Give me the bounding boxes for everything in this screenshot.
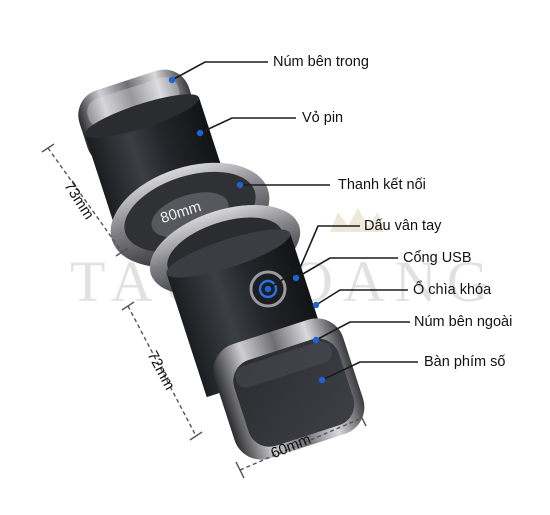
label-key-lock: Ổ chìa khóa — [413, 282, 492, 298]
outer-knob-shape — [213, 318, 365, 460]
leader-dots — [168, 76, 326, 384]
dot-fingerprint — [264, 285, 272, 293]
label-fingerprint: Dấu vân tay — [364, 218, 442, 234]
dot-keypad — [318, 376, 326, 384]
dimension-line-60 — [235, 409, 367, 479]
label-outer-knob: Núm bên ngoài — [414, 314, 513, 330]
dimension-line-72 — [121, 301, 203, 441]
dot-inner-knob — [168, 76, 176, 84]
label-battery-case: Vỏ pin — [302, 110, 344, 126]
dot-outer-knob — [312, 336, 320, 344]
dimension-line-73 — [41, 143, 129, 257]
label-connecting-bar: Thanh kết nối — [338, 177, 426, 193]
label-usb-port: Cổng USB — [403, 250, 472, 266]
dot-key-lock — [312, 301, 320, 309]
dot-battery-case — [196, 129, 204, 137]
label-inner-knob: Núm bên trong — [273, 54, 369, 70]
dot-connecting-bar — [236, 181, 244, 189]
leader-lines — [171, 61, 418, 381]
dot-usb — [292, 274, 300, 282]
label-keypad: Bàn phím số — [424, 354, 506, 370]
